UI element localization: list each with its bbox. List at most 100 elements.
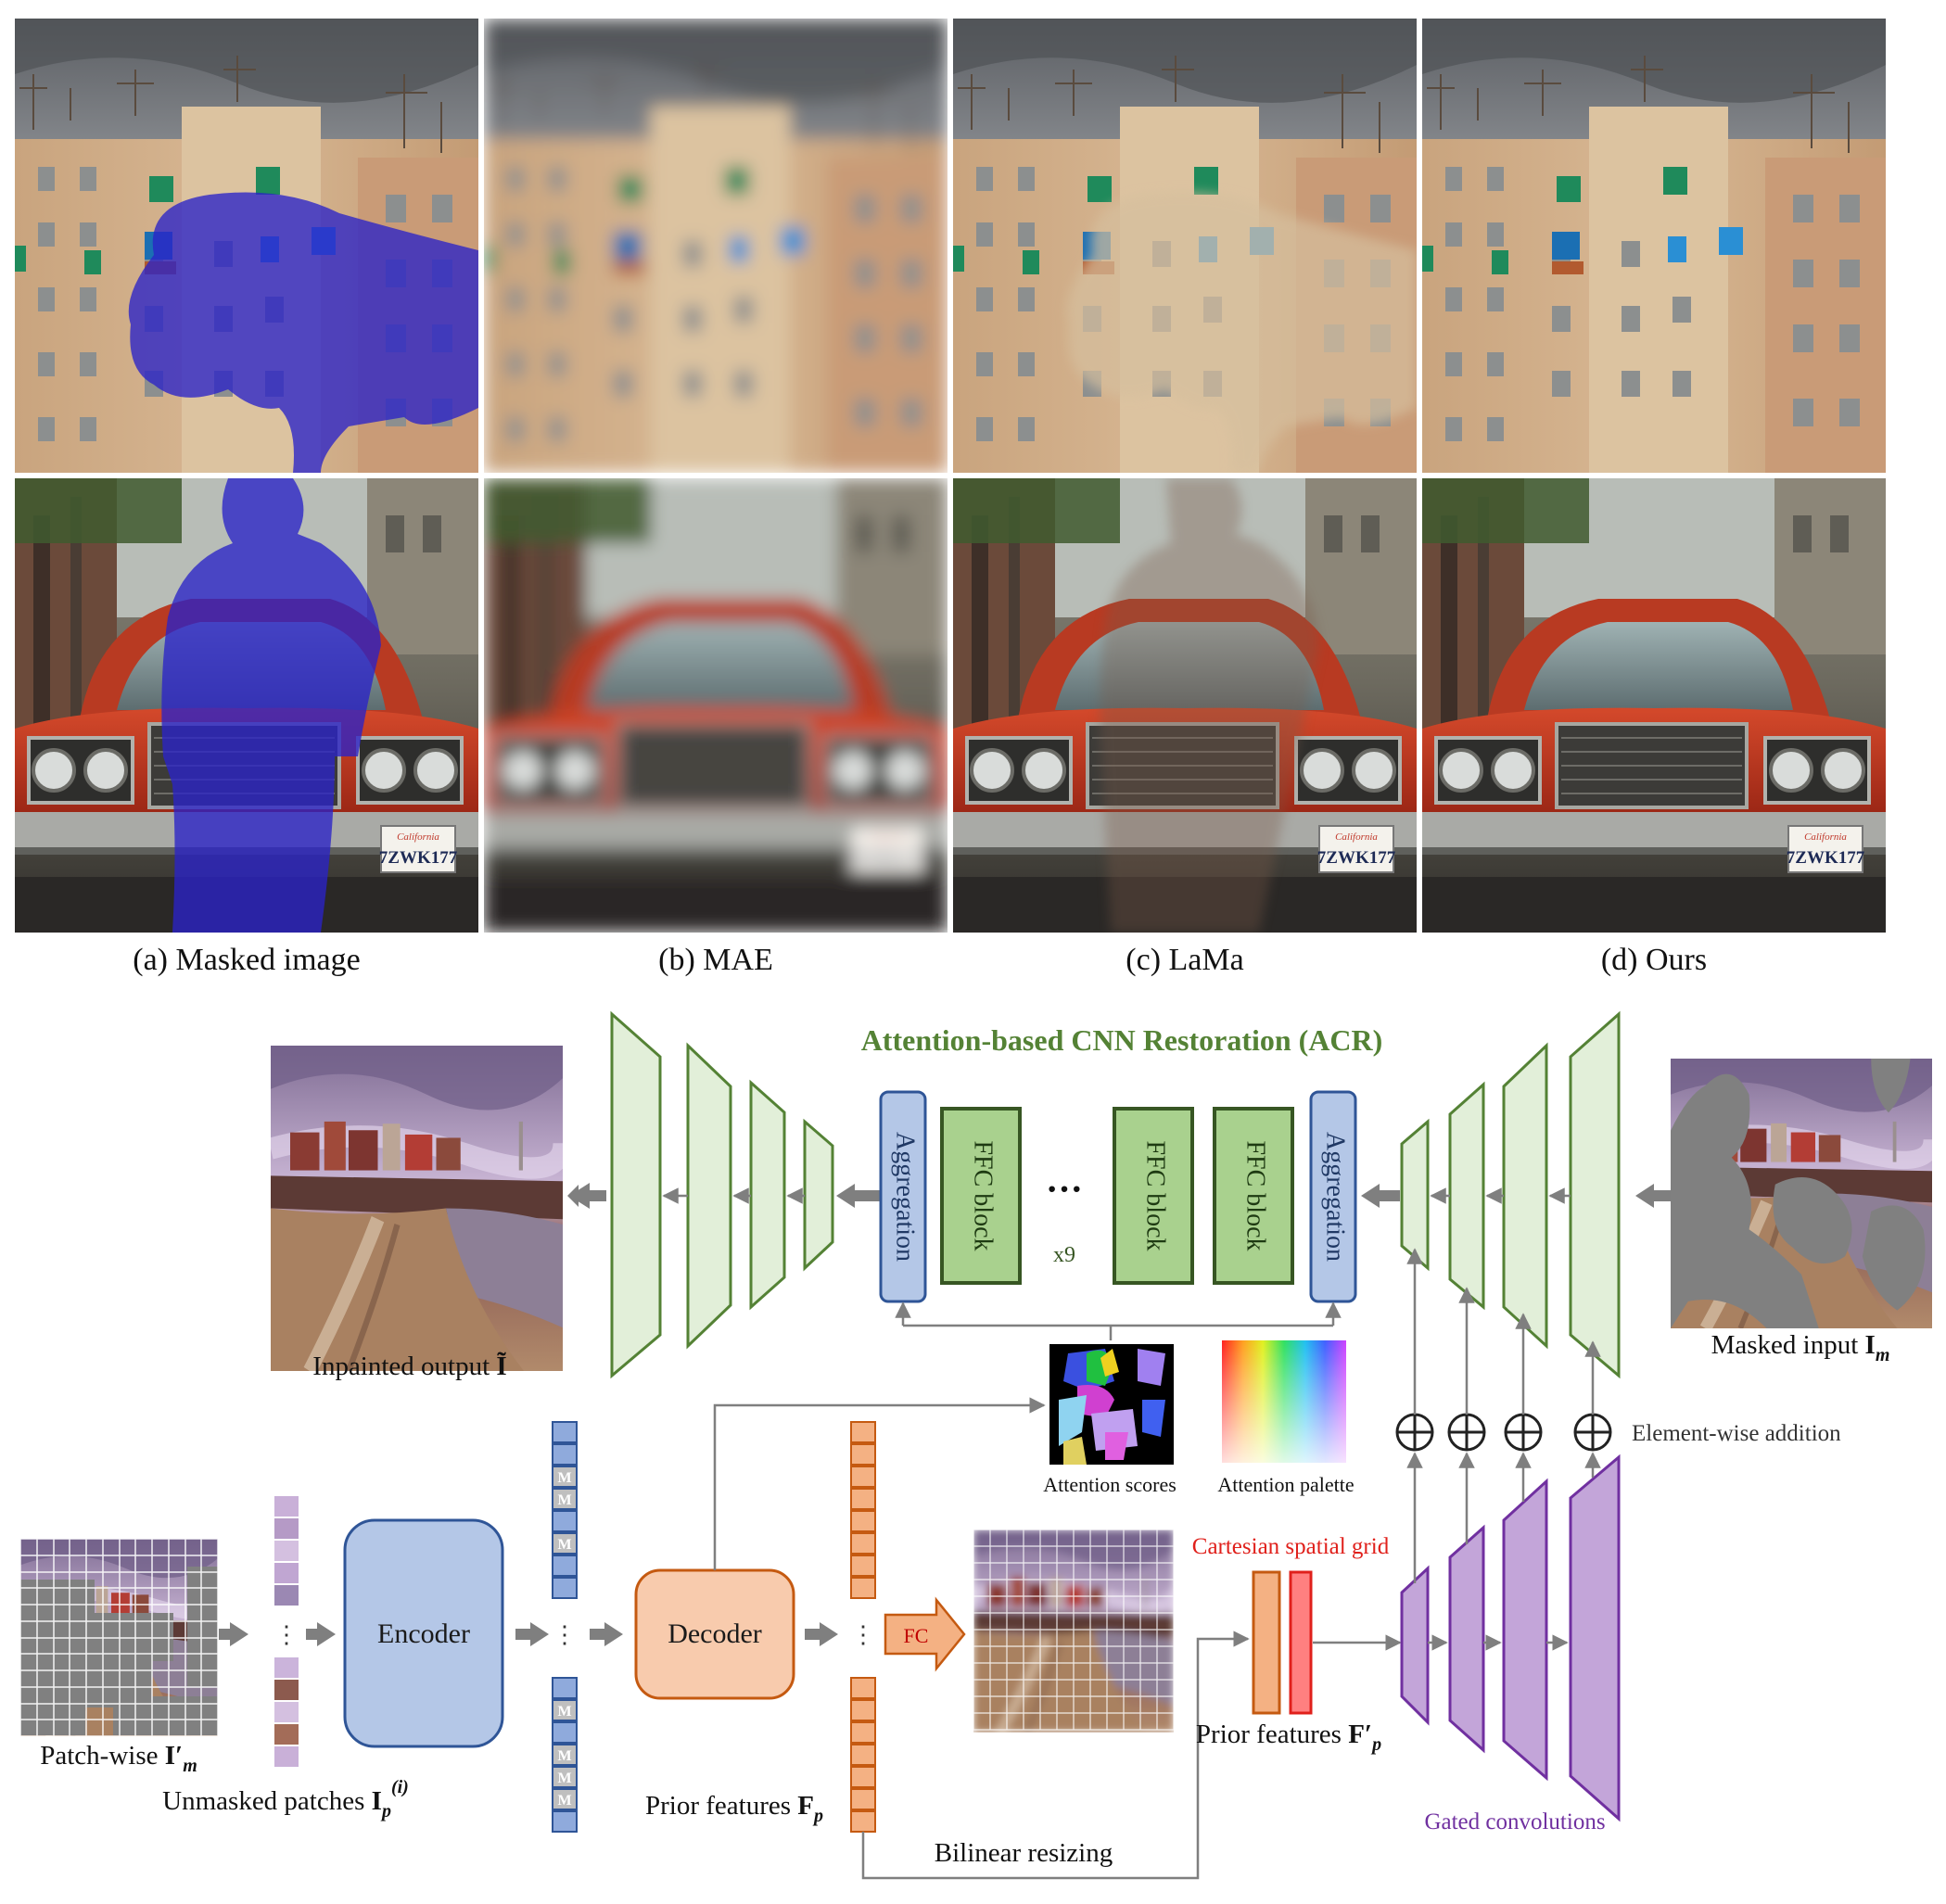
encoder-out-arrow-shaft (515, 1629, 532, 1640)
row-car-masked (15, 478, 478, 933)
cartesian-label: Cartesian spatial grid (1192, 1534, 1390, 1559)
encoder-box (343, 1518, 504, 1748)
ffc-block-3 (1213, 1107, 1294, 1285)
row-building-masked (15, 19, 478, 473)
mask-token: M (557, 1492, 571, 1508)
person-mask (161, 478, 381, 933)
fc-label: FC (904, 1624, 929, 1647)
prior-features-bar (1252, 1570, 1281, 1715)
output-arrow-shaft (588, 1190, 606, 1201)
acr-encoder (1400, 1010, 1621, 1379)
add-1 (1395, 1413, 1434, 1452)
ffc-repeat: x9 (1053, 1243, 1075, 1267)
encoder-stage-1 (1400, 1118, 1430, 1272)
row-car-lama (953, 478, 1417, 933)
attention-palette-label: Attention palette (1217, 1473, 1354, 1496)
gated-label: Gated convolutions (1424, 1809, 1605, 1834)
add-2 (1447, 1413, 1486, 1452)
unmasked-label: Unmasked patches Ip(i) (162, 1777, 409, 1821)
agg-left-arrow-shaft (853, 1190, 881, 1201)
decoder-in-arrow-shaft (590, 1629, 606, 1640)
caption-masked: (a) Masked image (133, 943, 360, 977)
gated-conv-3 (1502, 1478, 1548, 1782)
encoder-out-arrow (530, 1622, 549, 1646)
tokens-vdots: ⋮ (553, 1621, 577, 1648)
fc-arrow (884, 1596, 966, 1672)
patch-arrow-1-shaft (219, 1629, 232, 1640)
patches-vdots: ⋮ (274, 1621, 299, 1648)
caption-ours: (d) Ours (1601, 943, 1707, 977)
acr-module: Attention-based CNN Restoration (ACR) In… (271, 1010, 1932, 1496)
ffc-block-1-label: FFC block (969, 1140, 998, 1250)
gated-convolutions (1400, 1453, 1621, 1822)
unmasked-patches: ⋮ (274, 1496, 299, 1767)
row-car-mae (484, 478, 948, 933)
row-building-lama (953, 19, 1417, 473)
add-3 (1504, 1413, 1543, 1452)
add-4 (1573, 1413, 1612, 1452)
element-wise-additions (1395, 1413, 1612, 1452)
ffc-ellipsis: ··· (1046, 1168, 1083, 1210)
patch-grid (19, 1538, 219, 1737)
token-column (552, 1421, 578, 1833)
ffc-block-1 (940, 1107, 1022, 1285)
encoder-label: Encoder (377, 1618, 470, 1649)
acr-title: Attention-based CNN Restoration (ACR) (861, 1023, 1383, 1057)
input-arrow-shaft (1652, 1190, 1674, 1201)
prior-feature-column (850, 1421, 876, 1833)
tree-mask (128, 192, 478, 473)
attention-scores-map (1049, 1344, 1174, 1465)
agg-right-arrow-shaft (1378, 1190, 1400, 1201)
decoder-stage-4 (803, 1118, 834, 1272)
ffc-block-2-label: FFC block (1141, 1140, 1170, 1250)
comparison-grid: (a) Masked image (b) MAE (c) LaMa (d) Ou… (15, 19, 1886, 977)
caption-lama: (c) LaMa (1126, 943, 1243, 977)
patch-arrow-2 (317, 1622, 336, 1646)
decoder-in-arrow (604, 1622, 623, 1646)
mask-token-labels: M M M M M M M (557, 1470, 571, 1809)
masked-input-label: Masked input Im (1711, 1330, 1890, 1365)
agg-left-arrow-head (836, 1184, 855, 1208)
patchwise-label: Patch-wise I′m (40, 1741, 197, 1776)
element-wise-label: Element-wise addition (1632, 1421, 1841, 1446)
attention-scores-label: Attention scores (1043, 1473, 1177, 1496)
row-car-ours (1422, 478, 1886, 933)
gated-conv-2 (1448, 1524, 1485, 1754)
attention-palette (1222, 1340, 1346, 1463)
row-building-ours (1422, 19, 1886, 473)
inpainted-output-label: Inpainted output Ĩ (312, 1351, 506, 1381)
patch-arrow-1 (230, 1622, 248, 1646)
output-arrow-head (569, 1183, 590, 1209)
inpainted-output-image (271, 1046, 563, 1371)
prior-module: Patch-wise I′m ⋮ Unmasked patches Ip(i) … (19, 1397, 1621, 1880)
decoder-out-arrow-shaft (805, 1629, 821, 1640)
decoder-label: Decoder (668, 1618, 762, 1649)
aggregation-right-label: Aggregation (1321, 1132, 1350, 1262)
encoder-stage-4 (1569, 1010, 1621, 1379)
ffc-block-2 (1113, 1107, 1194, 1285)
prior-features-prime-label: Prior features F′p (1196, 1720, 1381, 1755)
patch-arrow-2-shaft (306, 1629, 319, 1640)
input-arrow-head (1635, 1184, 1654, 1208)
aggregation-left-label: Aggregation (891, 1132, 920, 1262)
resized-prior-image (973, 1529, 1175, 1733)
mask-token: M (557, 1537, 571, 1553)
encoder-stage-3 (1502, 1042, 1548, 1350)
mask-token: M (557, 1771, 571, 1786)
row-building-mae (484, 19, 948, 473)
prior-vdots: ⋮ (851, 1621, 875, 1648)
agg-right-arrow-head (1361, 1184, 1380, 1208)
masked-input-image (1671, 1059, 1932, 1328)
decoder-stage-1 (610, 1010, 662, 1379)
mask-token: M (557, 1748, 571, 1764)
mask-token: M (557, 1793, 571, 1809)
acr-decoder (610, 1010, 834, 1379)
encoder-stage-2 (1448, 1081, 1485, 1311)
aggregation-left (879, 1090, 927, 1303)
decoder-stage-3 (749, 1079, 786, 1311)
patchwise-image (19, 1538, 219, 1737)
aggregation-right (1309, 1090, 1357, 1303)
ffc-block-3-label: FFC block (1241, 1140, 1270, 1250)
mask-token: M (557, 1470, 571, 1486)
